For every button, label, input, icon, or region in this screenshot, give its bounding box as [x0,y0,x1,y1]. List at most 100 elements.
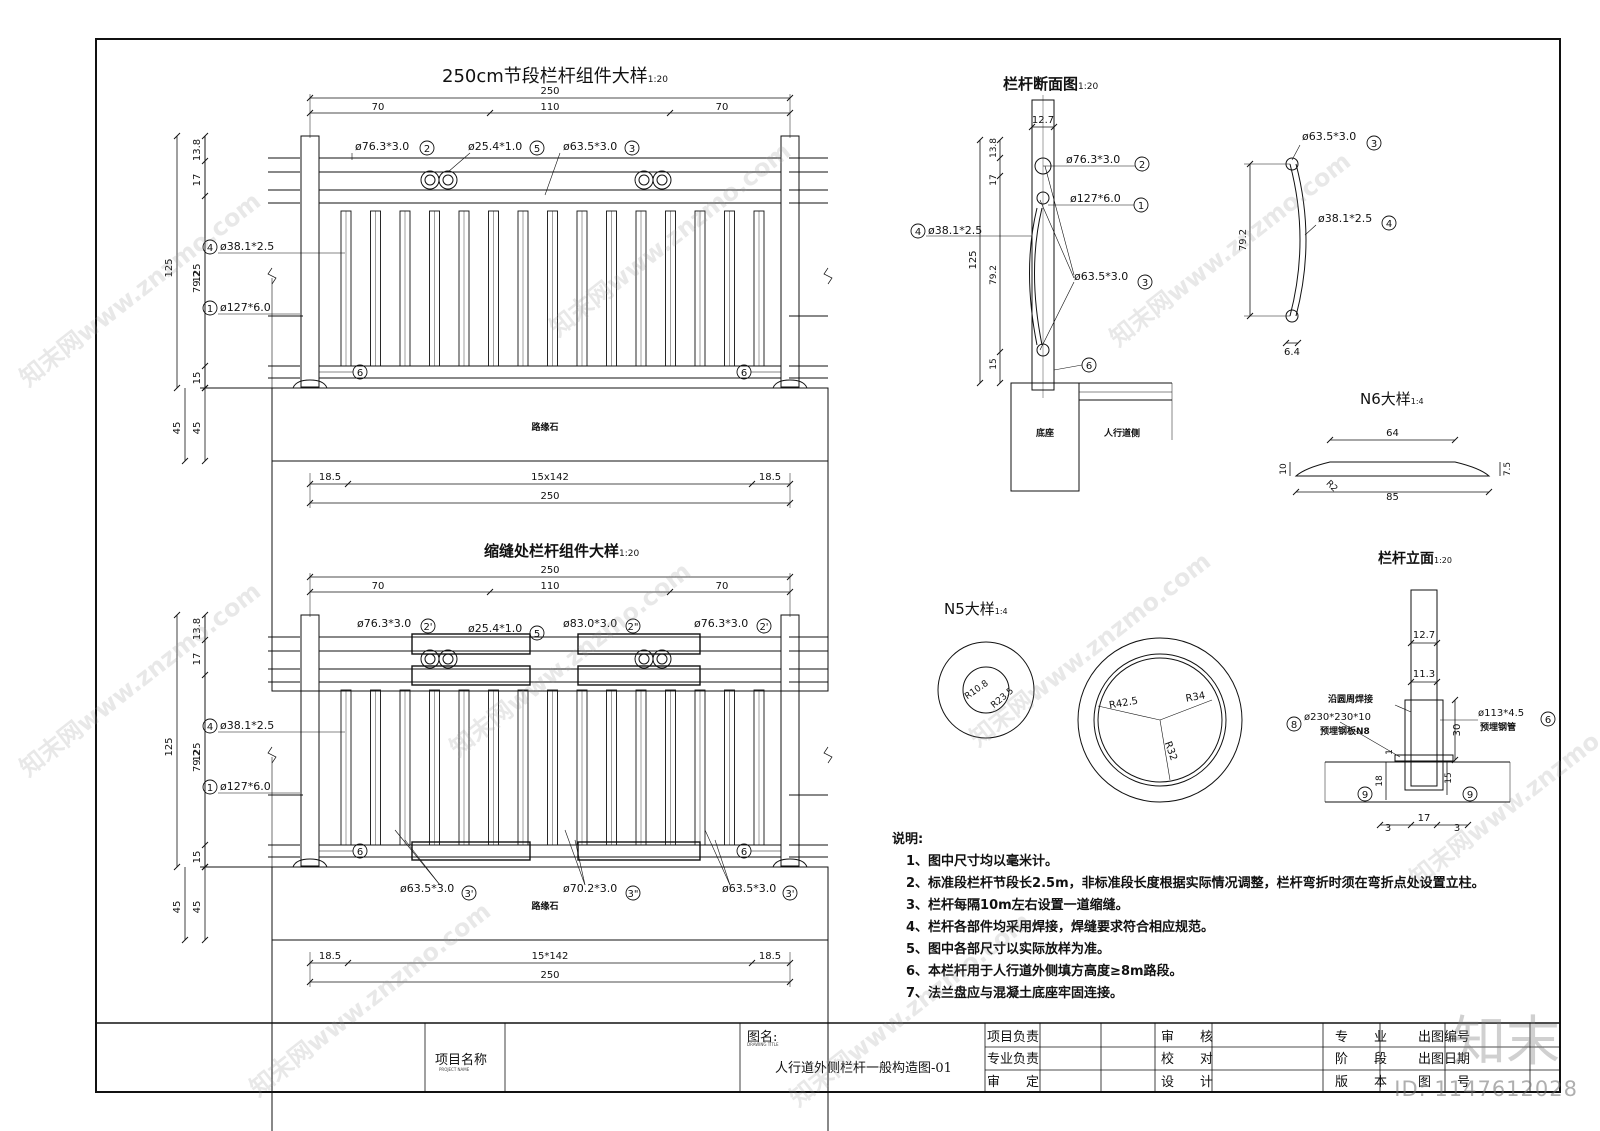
tb-r2c2: 校 对 [1161,1052,1214,1067]
ring-inner [638,174,650,186]
leader [544,152,561,196]
dim-tick [996,136,1004,144]
n5-inner-large [1097,657,1223,783]
n5-title-text: N5大样 [944,600,995,618]
joint-label-1: ø127*6.0 [220,780,271,793]
elev-dim-30: 30 [1452,724,1463,737]
joint-dim-125: 125 [192,742,203,761]
seg-view-title: 250cm节段栏杆组件大样1:20 [442,62,668,88]
joint-dim-total: 250 [540,565,559,576]
leader [574,839,586,886]
dim-tick [1294,339,1302,347]
note-3: 3、栏杆每隔10m左右设置一道缩缝。 [906,898,1129,913]
break-symbol [267,267,277,285]
seg-bubble-5: 5 [534,144,540,155]
section-label-4: ø38.1*2.5 [928,224,982,237]
joint-bubble-3p: 3' [464,889,473,900]
dim-tick [181,936,189,944]
note-6: 6、本栏杆用于人行道外侧填方高度≥8m路段。 [906,964,1183,979]
elev-bubble-9a-bubble [1357,786,1373,802]
dim-tick [976,379,984,387]
elev-pipe-label: ø113*4.5 [1478,708,1524,719]
break-symbol [823,267,833,285]
leader [1394,704,1412,713]
elev-sleeve [1404,699,1444,791]
leader [1039,199,1075,279]
tb-r1c3: 专 业 [1335,1030,1388,1045]
project-name-label: 项目名称 [435,1053,488,1068]
n6-dim-75: 7.5 [1503,462,1513,476]
dim-tick [1326,436,1334,444]
joint-bubble-2pp-bubble [625,618,641,634]
joint-label-3c: ø63.5*3.0 [722,882,776,895]
joint-bubble-1-bubble [202,779,218,795]
joint-bubble-3p-b: 3' [785,889,794,900]
dim-tick [786,480,794,488]
dim-tick [201,457,209,465]
joint-sleeve [577,633,701,655]
joint-dim-185b: 18.5 [759,951,781,962]
n5-outer-large [1077,637,1243,803]
ring-outer [652,649,672,669]
ring-outer [652,170,672,190]
seg-dim-70a: 70 [372,102,385,113]
joint-dim-bottom: 250 [540,970,559,981]
n5-r108: R10.8 [963,679,990,702]
ring-inner [656,653,668,665]
joint-bubble-2p-b-bubble [756,618,772,634]
leader [564,829,586,886]
dim-tick [996,379,1004,387]
seg-bubble-6b: 6 [741,368,747,379]
bar-label-3: ø63.5*3.0 [1302,130,1356,143]
joint-bubble-6a: 6 [357,847,363,858]
seg-dim-125: 125 [192,263,203,282]
dim-tick [786,499,794,507]
dim-tick [1292,488,1300,496]
section-walk-label: 人行道侧 [1103,427,1140,439]
joint-label-4: ø38.1*2.5 [220,719,274,732]
joint-dim-mid: 15*142 [532,951,569,962]
joint-bubble-6b: 6 [741,847,747,858]
dim-tick [306,480,314,488]
note-7: 7、法兰盘应与混凝土底座牢固连接。 [906,986,1124,1001]
bar-bubble-3-bubble [1366,135,1382,151]
dim-tick [976,136,984,144]
seg-bubble-4: 4 [207,243,213,254]
section-title-scale: 1:20 [1078,82,1099,92]
joint-label-3a: ø63.5*3.0 [400,882,454,895]
note-1: 1、图中尺寸均以毫米计。 [906,854,1059,869]
joint-label-2b: ø83.0*3.0 [563,617,617,630]
seg-label-5: ø25.4*1.0 [468,140,522,153]
tb-r1c1: 项目负责 [987,1030,1040,1045]
seg-label-4: ø38.1*2.5 [220,240,274,253]
radius-line [1097,705,1161,721]
seg-dim-total: 250 [540,86,559,97]
seg-dim-mid: 15x142 [531,472,569,483]
n5-r235: R23.5 [989,686,1016,711]
brand-logo: 知末 [1452,1010,1560,1073]
bar-bubble-4: 4 [1386,219,1392,230]
title-block: 项目名称 PROJECT NAME 图名: DRAWING TITLE 人行道外… [95,1023,1561,1093]
joint-label-3b: ø70.2*3.0 [563,882,617,895]
n6-plate [1294,461,1491,477]
dim-tick [1433,678,1441,686]
ring-outer [634,649,654,669]
note-4: 4、栏杆各部件均采用焊接，焊缝要求符合相应规范。 [906,920,1215,935]
joint-bubble-4: 4 [207,722,213,733]
section-dim-138: 13.8 [989,138,999,158]
joint-bubble-3pp: 3" [628,889,639,900]
seg-bubble-6a: 6 [357,368,363,379]
tb-r3c3: 版 本 [1335,1075,1388,1090]
elev-bubble-6: 6 [1545,715,1551,726]
notes-title: 说明: [892,832,924,847]
joint-title-text: 缩缝处栏杆组件大样 [484,542,620,560]
joint-bubble-5: 5 [534,629,540,640]
seg-dim-185b: 18.5 [759,472,781,483]
elev-plate-label: ø230*230*10 [1304,712,1371,723]
dim-tick [996,172,1004,180]
ring-outer [420,170,440,190]
seg-dim-bottom: 250 [540,491,559,502]
n6-title-text: N6大样 [1360,390,1411,408]
dim-tick [173,384,181,392]
joint-dim-70b: 70 [716,581,729,592]
